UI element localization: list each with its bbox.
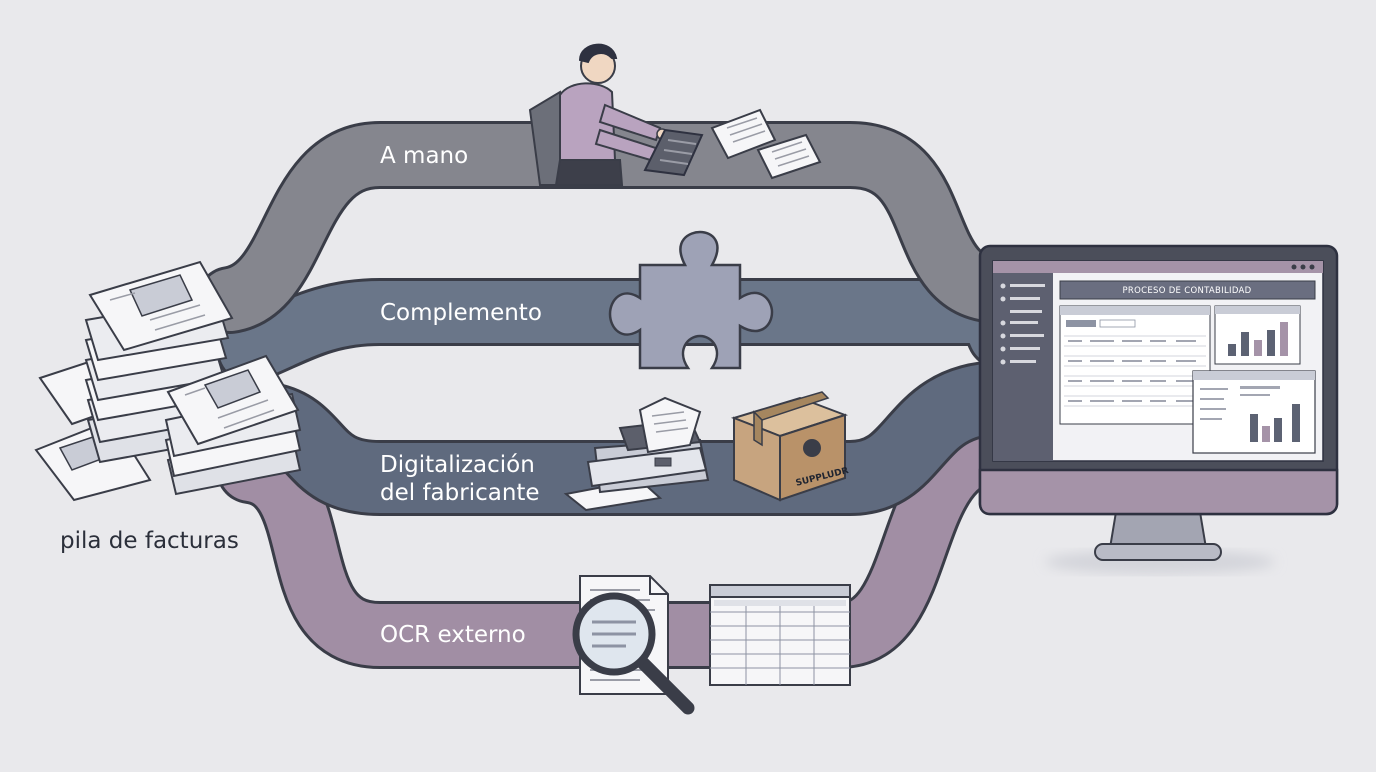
cardboard-box-icon: SUPPLUDR — [730, 391, 850, 502]
scanner-icon — [563, 396, 710, 512]
magnifier-icon — [572, 592, 695, 715]
route-label-vendor-line1: Digitalización — [380, 452, 535, 478]
puzzle-piece-icon — [608, 230, 774, 370]
route-label-vendor-line2: del fabricante — [380, 480, 540, 506]
paper-sheets-icon — [710, 108, 822, 180]
spreadsheet-icon — [709, 584, 851, 686]
route-label-ocr: OCR externo — [380, 622, 526, 648]
source-label: pila de facturas — [60, 528, 239, 554]
screen-title: PROCESO DE CONTABILIDAD — [1122, 286, 1251, 296]
route-bands — [196, 121, 1038, 669]
monitor-icon: PROCESO DE CONTABILIDAD — [978, 244, 1339, 574]
route-label-plugin: Complemento — [380, 300, 542, 326]
person-typing-icon — [528, 43, 704, 186]
route-labels: A mano Complemento Digitalización del fa… — [380, 143, 542, 648]
paper-stack-icon — [34, 260, 302, 502]
route-label-manual: A mano — [380, 143, 468, 169]
